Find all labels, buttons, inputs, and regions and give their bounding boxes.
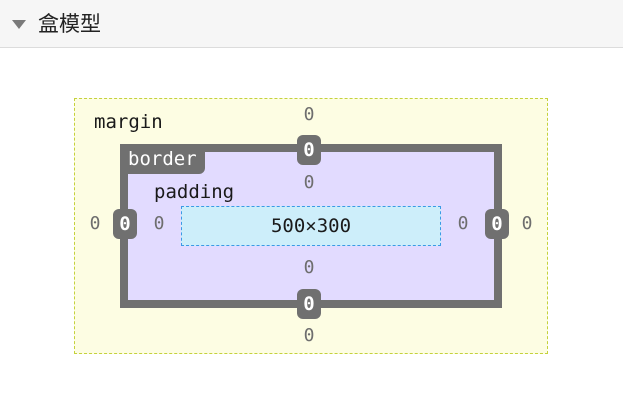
border-bottom-value[interactable]: 0	[297, 289, 321, 319]
border-top-value[interactable]: 0	[297, 135, 321, 165]
padding-top-value[interactable]: 0	[303, 172, 315, 193]
padding-bottom-value[interactable]: 0	[303, 257, 315, 278]
triangle-down-icon[interactable]	[12, 20, 26, 29]
content-size-value[interactable]: 500×300	[270, 215, 352, 237]
padding-right-value[interactable]: 0	[457, 213, 469, 234]
padding-label: padding	[154, 181, 235, 203]
margin-label: margin	[94, 111, 163, 133]
padding-left-value[interactable]: 0	[153, 213, 165, 234]
box-model-section-header[interactable]: 盒模型	[0, 0, 623, 48]
section-title: 盒模型	[38, 12, 101, 36]
margin-right-value[interactable]: 0	[521, 213, 533, 234]
border-right-value[interactable]: 0	[485, 209, 509, 239]
margin-left-value[interactable]: 0	[89, 213, 101, 234]
margin-top-value[interactable]: 0	[303, 104, 315, 125]
border-label: border	[120, 144, 205, 174]
margin-bottom-value[interactable]: 0	[303, 325, 315, 346]
content-box	[181, 206, 441, 246]
border-left-value[interactable]: 0	[113, 209, 137, 239]
